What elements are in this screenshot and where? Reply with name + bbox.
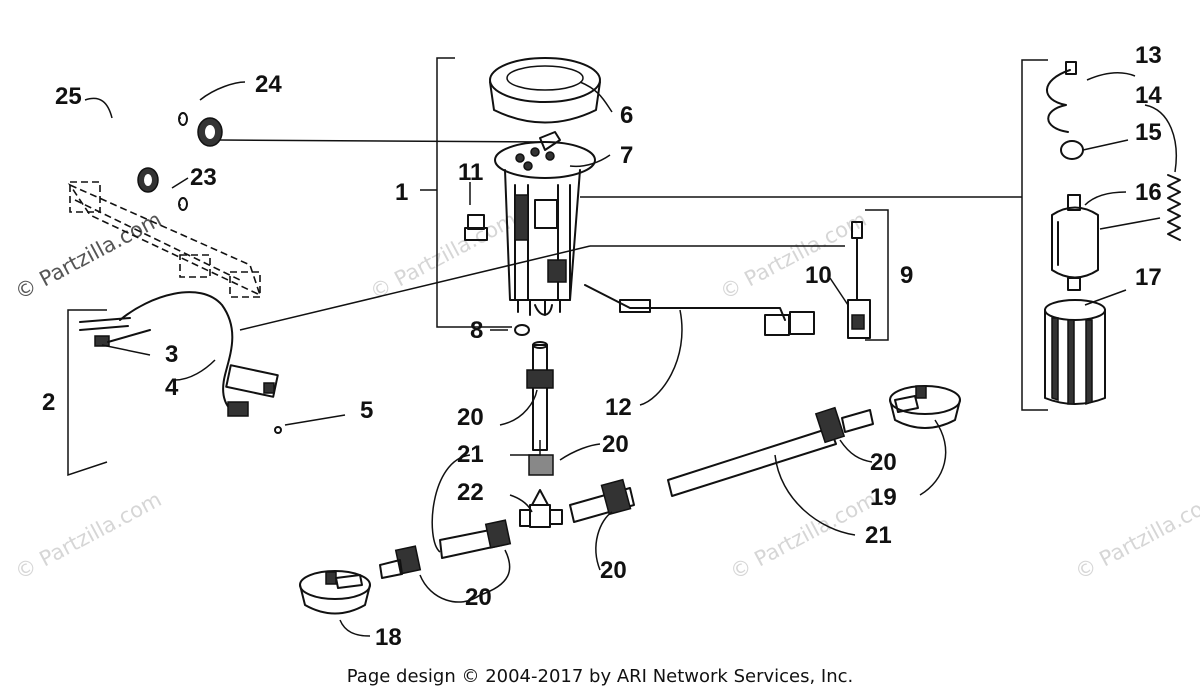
wiring-harness xyxy=(79,291,282,434)
hose-25 xyxy=(101,112,188,211)
spring-14 xyxy=(1167,174,1181,241)
callout-10: 10 xyxy=(805,262,832,289)
callout-20: 20 xyxy=(465,584,492,611)
pump-body xyxy=(504,169,581,316)
hose-lower-left xyxy=(379,519,512,579)
callout-23: 23 xyxy=(190,164,217,191)
callout-6: 6 xyxy=(620,102,633,129)
leader-lines xyxy=(67,57,1177,637)
callout-25: 25 xyxy=(55,83,82,110)
watermark: © Partzilla.com xyxy=(716,207,870,304)
callout-11: 11 xyxy=(458,159,483,186)
frame-dashed xyxy=(67,181,262,298)
callout-19: 19 xyxy=(870,484,897,511)
callout-1: 1 xyxy=(395,179,408,206)
callout-17: 17 xyxy=(1135,264,1162,291)
tee-22 xyxy=(519,489,563,528)
callout-24: 24 xyxy=(255,71,282,98)
wire-12 xyxy=(584,284,815,336)
callout-12: 12 xyxy=(605,394,632,421)
callout-2: 2 xyxy=(42,389,55,416)
callout-8: 8 xyxy=(470,317,483,344)
lock-ring-6 xyxy=(489,57,601,124)
pickup-19 xyxy=(889,385,961,429)
callout-4: 4 xyxy=(165,374,179,401)
hose-lower-right xyxy=(569,406,874,523)
callout-20: 20 xyxy=(602,431,629,458)
washer-8 xyxy=(514,324,530,336)
callout-15: 15 xyxy=(1135,119,1162,146)
callout-13: 13 xyxy=(1135,42,1162,69)
filter-17 xyxy=(1044,299,1106,406)
callout-22: 22 xyxy=(457,479,484,506)
hose-13 xyxy=(1046,61,1077,133)
pump-motor-16 xyxy=(1051,194,1099,291)
callout-20: 20 xyxy=(870,449,897,476)
callout-21: 21 xyxy=(865,522,892,549)
pickup-18 xyxy=(299,570,371,615)
sender-10 xyxy=(847,221,871,339)
watermark: © Partzilla.com xyxy=(11,487,165,584)
callout-5: 5 xyxy=(360,397,373,424)
callout-20: 20 xyxy=(600,557,627,584)
watermark: © Partzilla.com xyxy=(11,207,165,304)
callout-16: 16 xyxy=(1135,179,1162,206)
callout-18: 18 xyxy=(375,624,402,651)
callout-21: 21 xyxy=(457,441,484,468)
footer-copyright: Page design © 2004-2017 by ARI Network S… xyxy=(347,666,854,687)
callout-3: 3 xyxy=(165,341,178,368)
callout-20: 20 xyxy=(457,404,484,431)
pipe-vertical xyxy=(526,341,554,476)
clamp-23 xyxy=(137,167,159,193)
fitting-11 xyxy=(464,214,488,241)
watermark: © Partzilla.com xyxy=(366,207,520,304)
watermark: © Partzilla.com xyxy=(1071,487,1200,584)
callout-9: 9 xyxy=(900,262,913,289)
ring-15 xyxy=(1060,140,1084,160)
callout-7: 7 xyxy=(620,142,633,169)
clamp-24 xyxy=(197,117,223,147)
callouts: 1 2 3 4 5 6 7 8 9 10 11 12 13 14 15 16 1… xyxy=(42,42,1162,651)
callout-14: 14 xyxy=(1135,82,1162,109)
watermark: © Partzilla.com xyxy=(726,487,880,584)
